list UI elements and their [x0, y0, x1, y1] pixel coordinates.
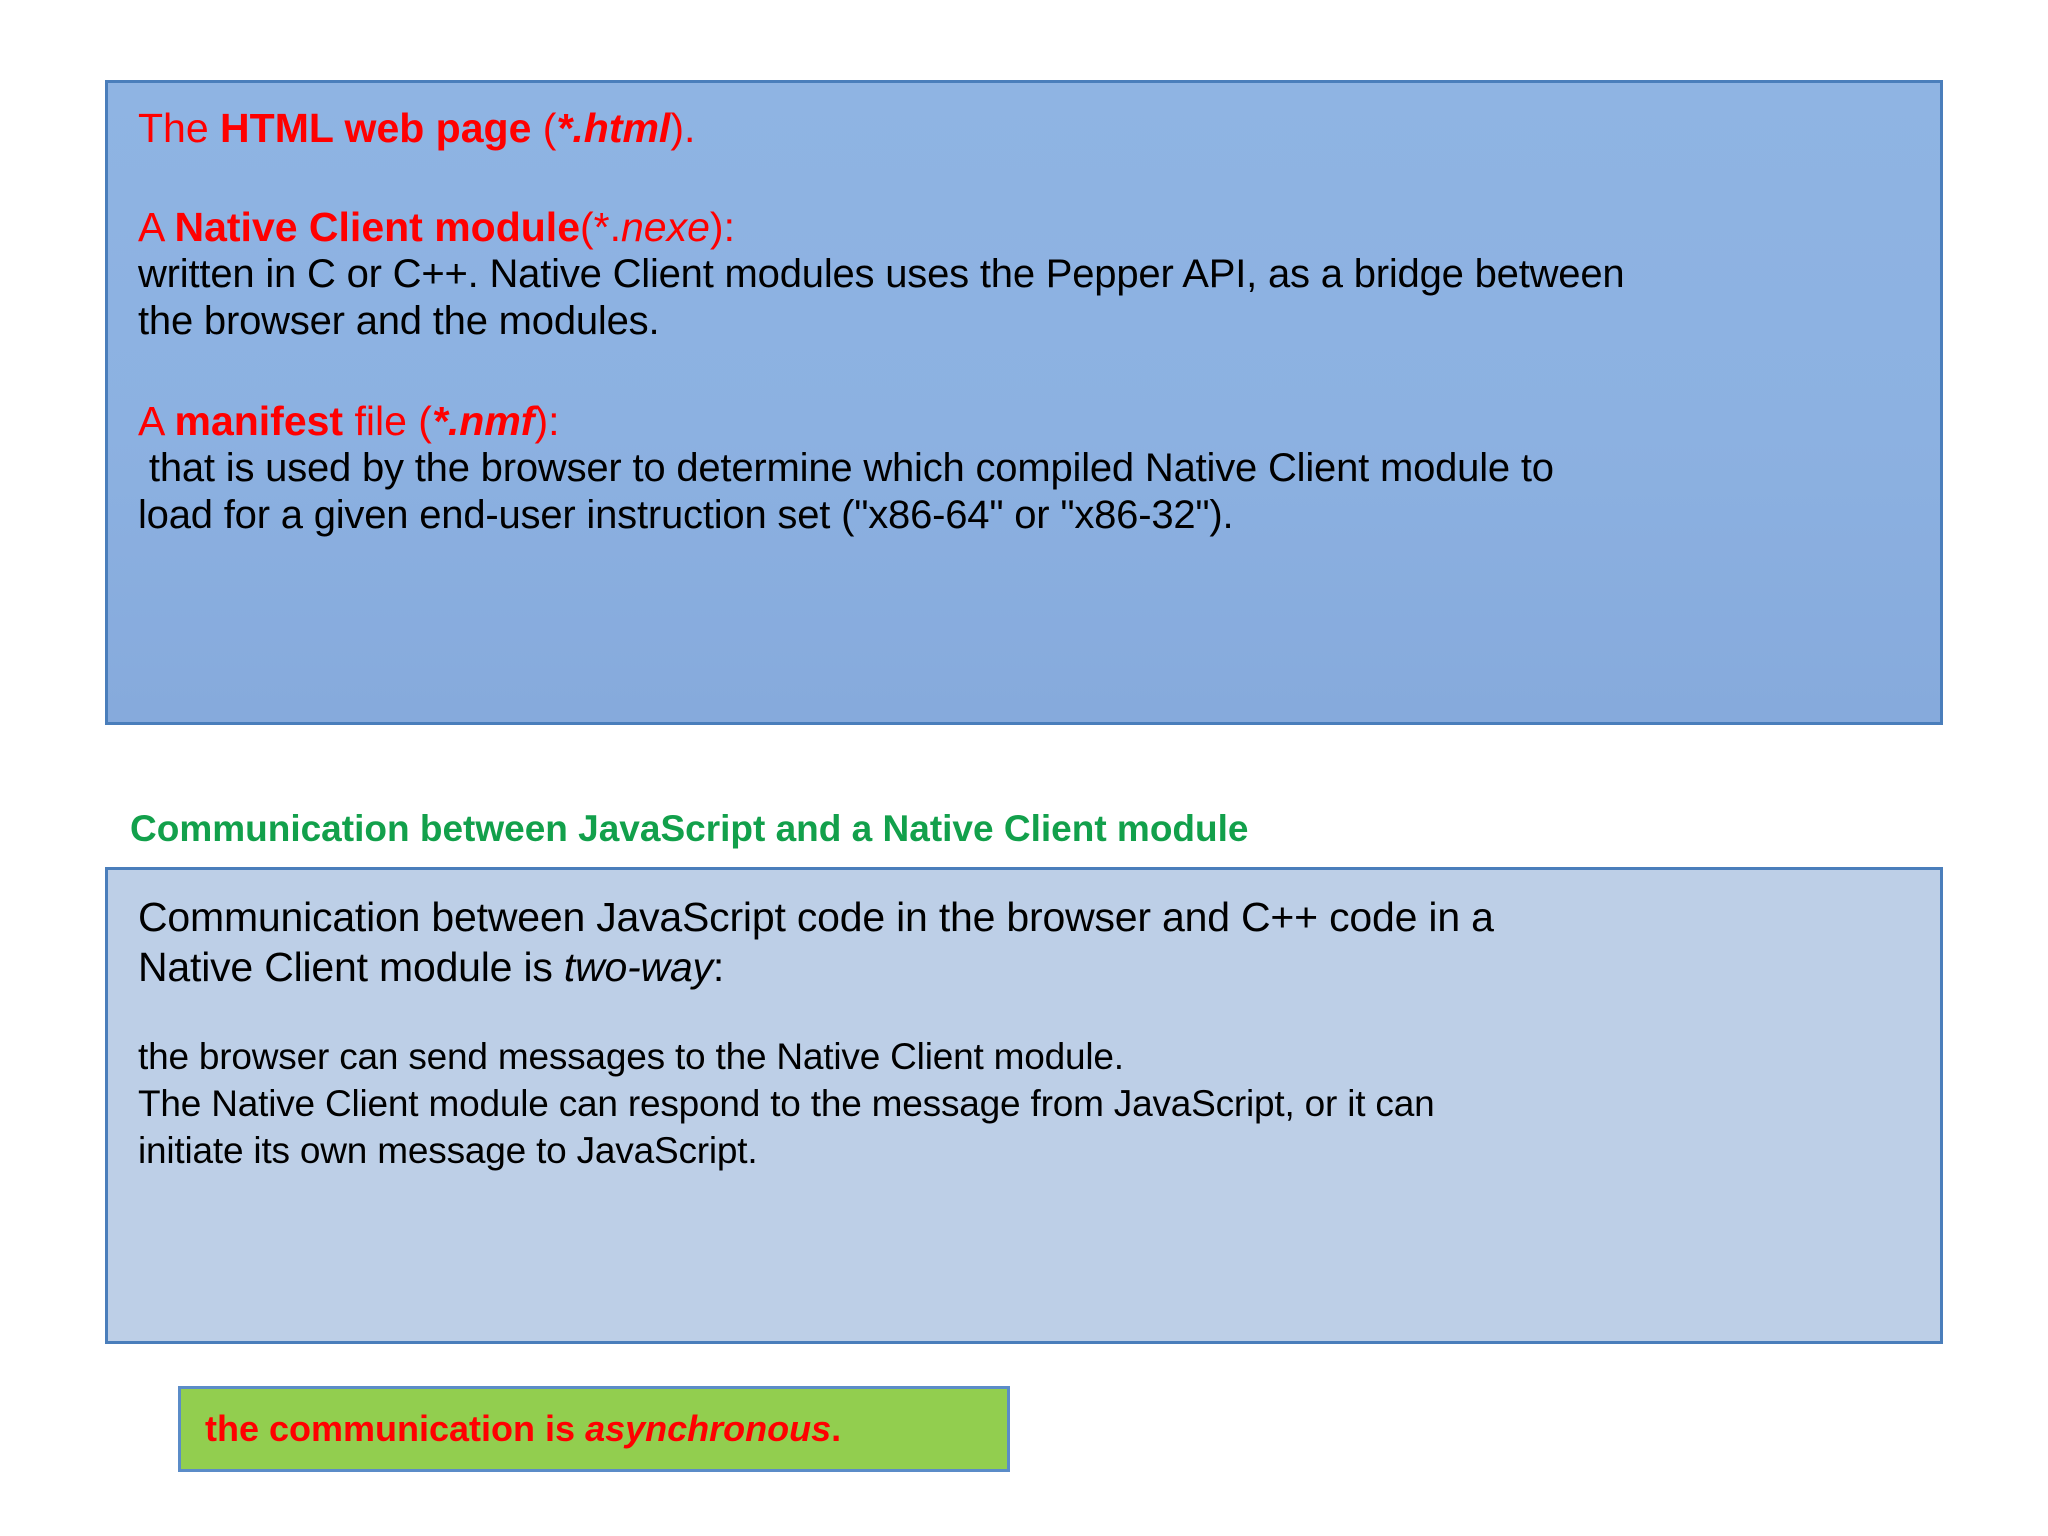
- nmf-entry-prefix: A: [138, 397, 175, 444]
- nmf-file-entry-heading: A manifest file (*.nmf):: [138, 398, 1910, 445]
- html-entry-bold: HTML web page: [220, 105, 532, 151]
- async-keyword: asynchronous: [585, 1408, 832, 1449]
- comm-detail-line-2: The Native Client module can respond to …: [138, 1083, 1435, 1125]
- comm-intro-two-way: two-way: [563, 944, 713, 991]
- nacl-files-box: The HTML web page (*.html). A Native Cli…: [105, 80, 1943, 725]
- html-entry-suffix: ).: [670, 105, 696, 151]
- nexe-entry-extension: nexe: [621, 204, 710, 251]
- nexe-entry-mid: (*.: [580, 204, 621, 251]
- comm-intro-suffix: :: [712, 944, 725, 991]
- asynchronous-callout-box: the communication is asynchronous.: [178, 1386, 1010, 1472]
- spacer-3: [138, 992, 1910, 1034]
- spacer-1: [138, 152, 1910, 204]
- html-file-entry-heading: The HTML web page (*.html).: [138, 105, 1910, 152]
- comm-intro-line-2: Native Client module is two-way:: [138, 942, 1910, 992]
- html-entry-prefix: The: [138, 105, 221, 151]
- async-prefix: the communication is: [205, 1408, 586, 1449]
- nexe-entry-suffix: ):: [709, 204, 735, 251]
- asynchronous-callout-text: the communication is asynchronous.: [205, 1408, 841, 1450]
- spacer-2: [138, 346, 1910, 398]
- nexe-body-line-1: written in C or C++. Native Client modul…: [138, 252, 1625, 297]
- communication-section-heading: Communication between JavaScript and a N…: [130, 808, 1249, 849]
- nmf-entry-suffix: ):: [534, 397, 560, 444]
- nmf-entry-mid: file (: [343, 397, 432, 444]
- async-suffix: .: [831, 1408, 842, 1449]
- html-entry-extension: *.html: [556, 105, 671, 151]
- nmf-body-line-2: load for a given end-user instruction se…: [138, 492, 1234, 537]
- comm-detail-line-3: initiate its own message to JavaScript.: [138, 1130, 758, 1171]
- nmf-entry-extension: *.nmf: [431, 397, 535, 444]
- nexe-file-entry-heading: A Native Client module(*.nexe):: [138, 204, 1910, 251]
- nmf-entry-bold: manifest: [174, 397, 344, 444]
- nexe-entry-bold: Native Client module: [174, 204, 580, 251]
- nexe-body-line-2: the browser and the modules.: [138, 299, 660, 344]
- comm-intro-line-1: Communication between JavaScript code in…: [138, 894, 1494, 940]
- comm-intro-prefix: Native Client module is: [138, 944, 564, 991]
- nexe-entry-prefix: A: [138, 204, 175, 251]
- nmf-body-line-1: that is used by the browser to determine…: [138, 445, 1554, 490]
- html-entry-mid: (: [531, 105, 557, 151]
- communication-box: Communication between JavaScript code in…: [105, 867, 1943, 1344]
- comm-detail-line-1: the browser can send messages to the Nat…: [138, 1036, 1124, 1078]
